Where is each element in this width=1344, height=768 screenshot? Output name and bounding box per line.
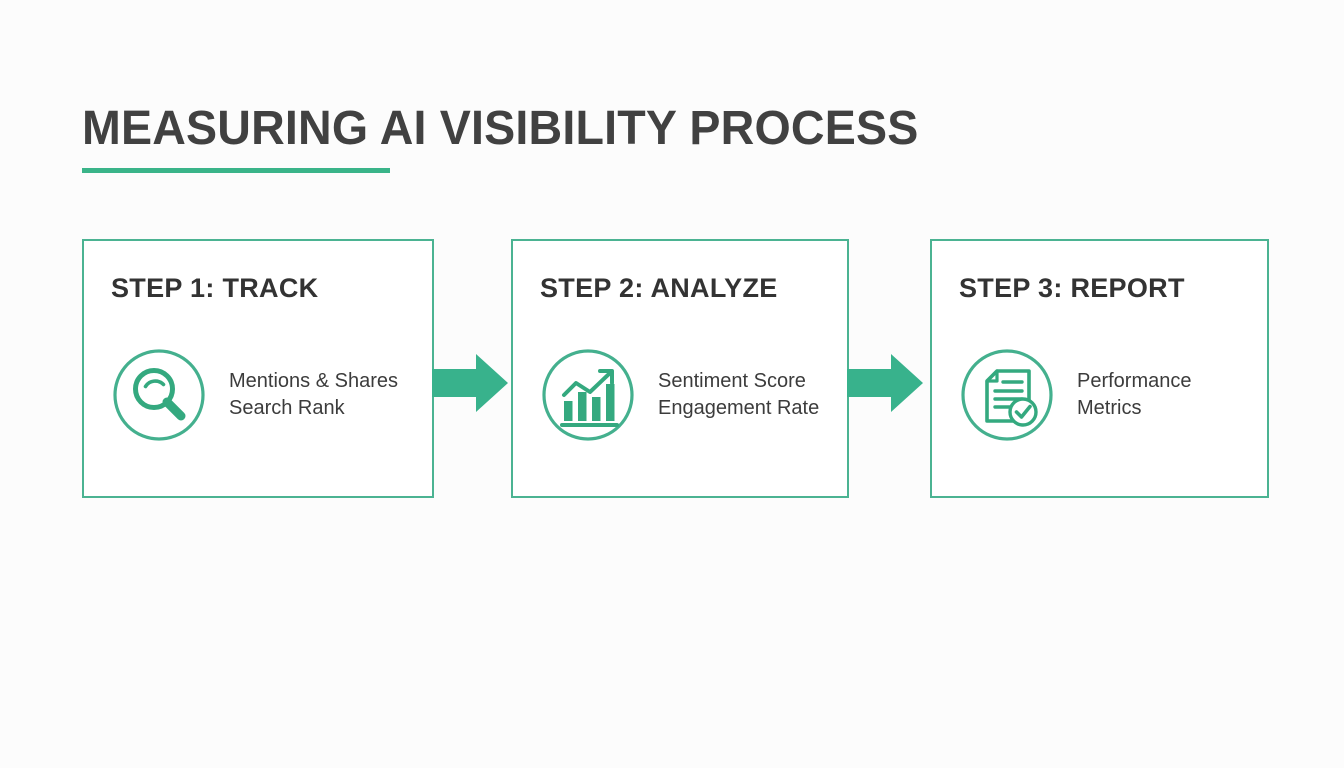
step-card-body: Performance Metrics [959, 347, 1192, 443]
step-card-heading: STEP 1: TRACK [111, 273, 319, 303]
title-block: MEASURING AI VISIBILITY PROCESS [82, 102, 944, 173]
step-card-body: Mentions & Shares Search Rank [111, 347, 398, 443]
detail-line: Mentions & Shares [229, 370, 398, 392]
bar-chart-trend-icon [540, 347, 636, 443]
arrow-step1-to-step2 [432, 352, 508, 414]
document-check-icon [959, 347, 1055, 443]
detail-line: Engagement Rate [658, 397, 820, 419]
page-title: MEASURING AI VISIBILITY PROCESS [82, 102, 919, 155]
detail-line: Metrics [1077, 397, 1142, 419]
step-card-report[interactable]: STEP 3: REPORT Performance Metrics [930, 239, 1269, 498]
step-card-body: Sentiment Score Engagement Rate [540, 347, 819, 443]
step-card-details: Performance Metrics [1077, 368, 1192, 422]
step-card-analyze[interactable]: STEP 2: ANALYZE Sentiment Score Engageme… [511, 239, 849, 498]
arrow-step2-to-step3 [847, 352, 923, 414]
step-card-track[interactable]: STEP 1: TRACK Mentions & Shares Search R… [82, 239, 434, 498]
magnifier-icon [111, 347, 207, 443]
title-underline-accent [82, 168, 390, 173]
step-card-details: Mentions & Shares Search Rank [229, 368, 398, 422]
detail-line: Performance [1077, 370, 1192, 392]
detail-line: Sentiment Score [658, 370, 806, 392]
detail-line: Search Rank [229, 397, 345, 419]
step-card-heading: STEP 2: ANALYZE [540, 273, 778, 303]
step-card-details: Sentiment Score Engagement Rate [658, 368, 819, 422]
step-card-heading: STEP 3: REPORT [959, 273, 1185, 303]
